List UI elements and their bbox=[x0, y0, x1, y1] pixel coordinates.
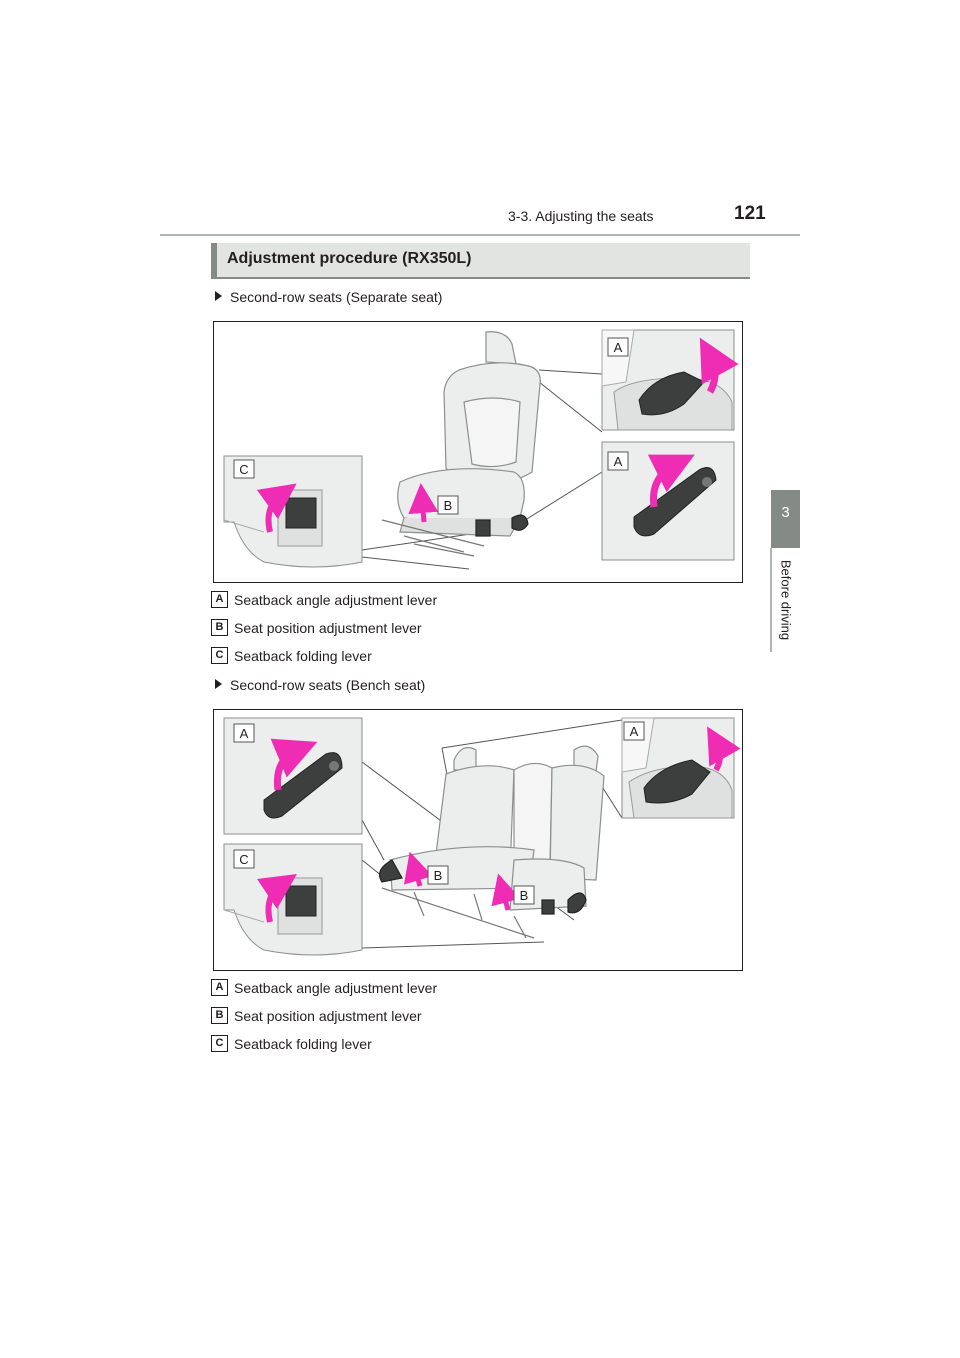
legend-letter-badge: C bbox=[211, 647, 228, 664]
legend-text: Seat position adjustment lever bbox=[234, 620, 422, 636]
callout-c: C bbox=[239, 852, 248, 867]
triangle-bullet-icon bbox=[215, 291, 222, 301]
bench-seat-illustration: A A C B B bbox=[223, 717, 741, 956]
legend-text: Seatback folding lever bbox=[234, 648, 372, 664]
inset-a-bottom bbox=[601, 441, 735, 561]
callout-a-2: A bbox=[630, 724, 639, 739]
section-title: Adjustment procedure (RX350L) bbox=[227, 250, 472, 267]
callout-b: B bbox=[444, 498, 453, 513]
inset-c-bench bbox=[223, 843, 363, 956]
separate-seat-illustration: A A C B bbox=[223, 329, 739, 570]
bullet-heading-separate-seat: Second-row seats (Separate seat) bbox=[215, 289, 442, 305]
legend-letter-badge: A bbox=[211, 979, 228, 996]
chapter-title: Before driving bbox=[778, 559, 794, 641]
bullet-heading-bench-seat: Second-row seats (Bench seat) bbox=[215, 677, 425, 693]
inset-c bbox=[223, 455, 363, 568]
callout-a-2: A bbox=[614, 454, 623, 469]
section-title-underline bbox=[211, 277, 750, 279]
callout-b-2: B bbox=[520, 888, 529, 903]
callout-a-1: A bbox=[614, 340, 623, 355]
section-title-bar: Adjustment procedure (RX350L) bbox=[211, 243, 750, 277]
section-header: 3-3. Adjusting the seats bbox=[508, 208, 654, 224]
bench-seat-drawing bbox=[379, 745, 605, 939]
legend-letter-badge: A bbox=[211, 591, 228, 608]
chapter-number: 3 bbox=[781, 504, 790, 521]
callout-b-1: B bbox=[434, 868, 443, 883]
chapter-tab[interactable]: 3 bbox=[771, 490, 800, 548]
callout-c: C bbox=[239, 462, 248, 477]
seat-position-arrow bbox=[408, 483, 439, 523]
chapter-tab-divider bbox=[770, 548, 772, 652]
callout-a-1: A bbox=[240, 726, 249, 741]
seat-drawing bbox=[381, 331, 541, 557]
triangle-bullet-icon bbox=[215, 679, 222, 689]
legend-letter-badge: B bbox=[211, 1007, 228, 1024]
legend-text: Seatback angle adjustment lever bbox=[234, 980, 438, 996]
page-number: 121 bbox=[734, 203, 766, 224]
header-divider bbox=[160, 234, 800, 236]
legend-text: Seat position adjustment lever bbox=[234, 1008, 422, 1024]
legend-text: Seatback angle adjustment lever bbox=[234, 592, 438, 608]
legend-letter-badge: B bbox=[211, 619, 228, 636]
separate-seat-figure: A A C B bbox=[213, 321, 743, 583]
legend-text: Seatback folding lever bbox=[234, 1036, 372, 1052]
bench-seat-figure: A A C B B bbox=[213, 709, 743, 971]
legend-letter-badge: C bbox=[211, 1035, 228, 1052]
